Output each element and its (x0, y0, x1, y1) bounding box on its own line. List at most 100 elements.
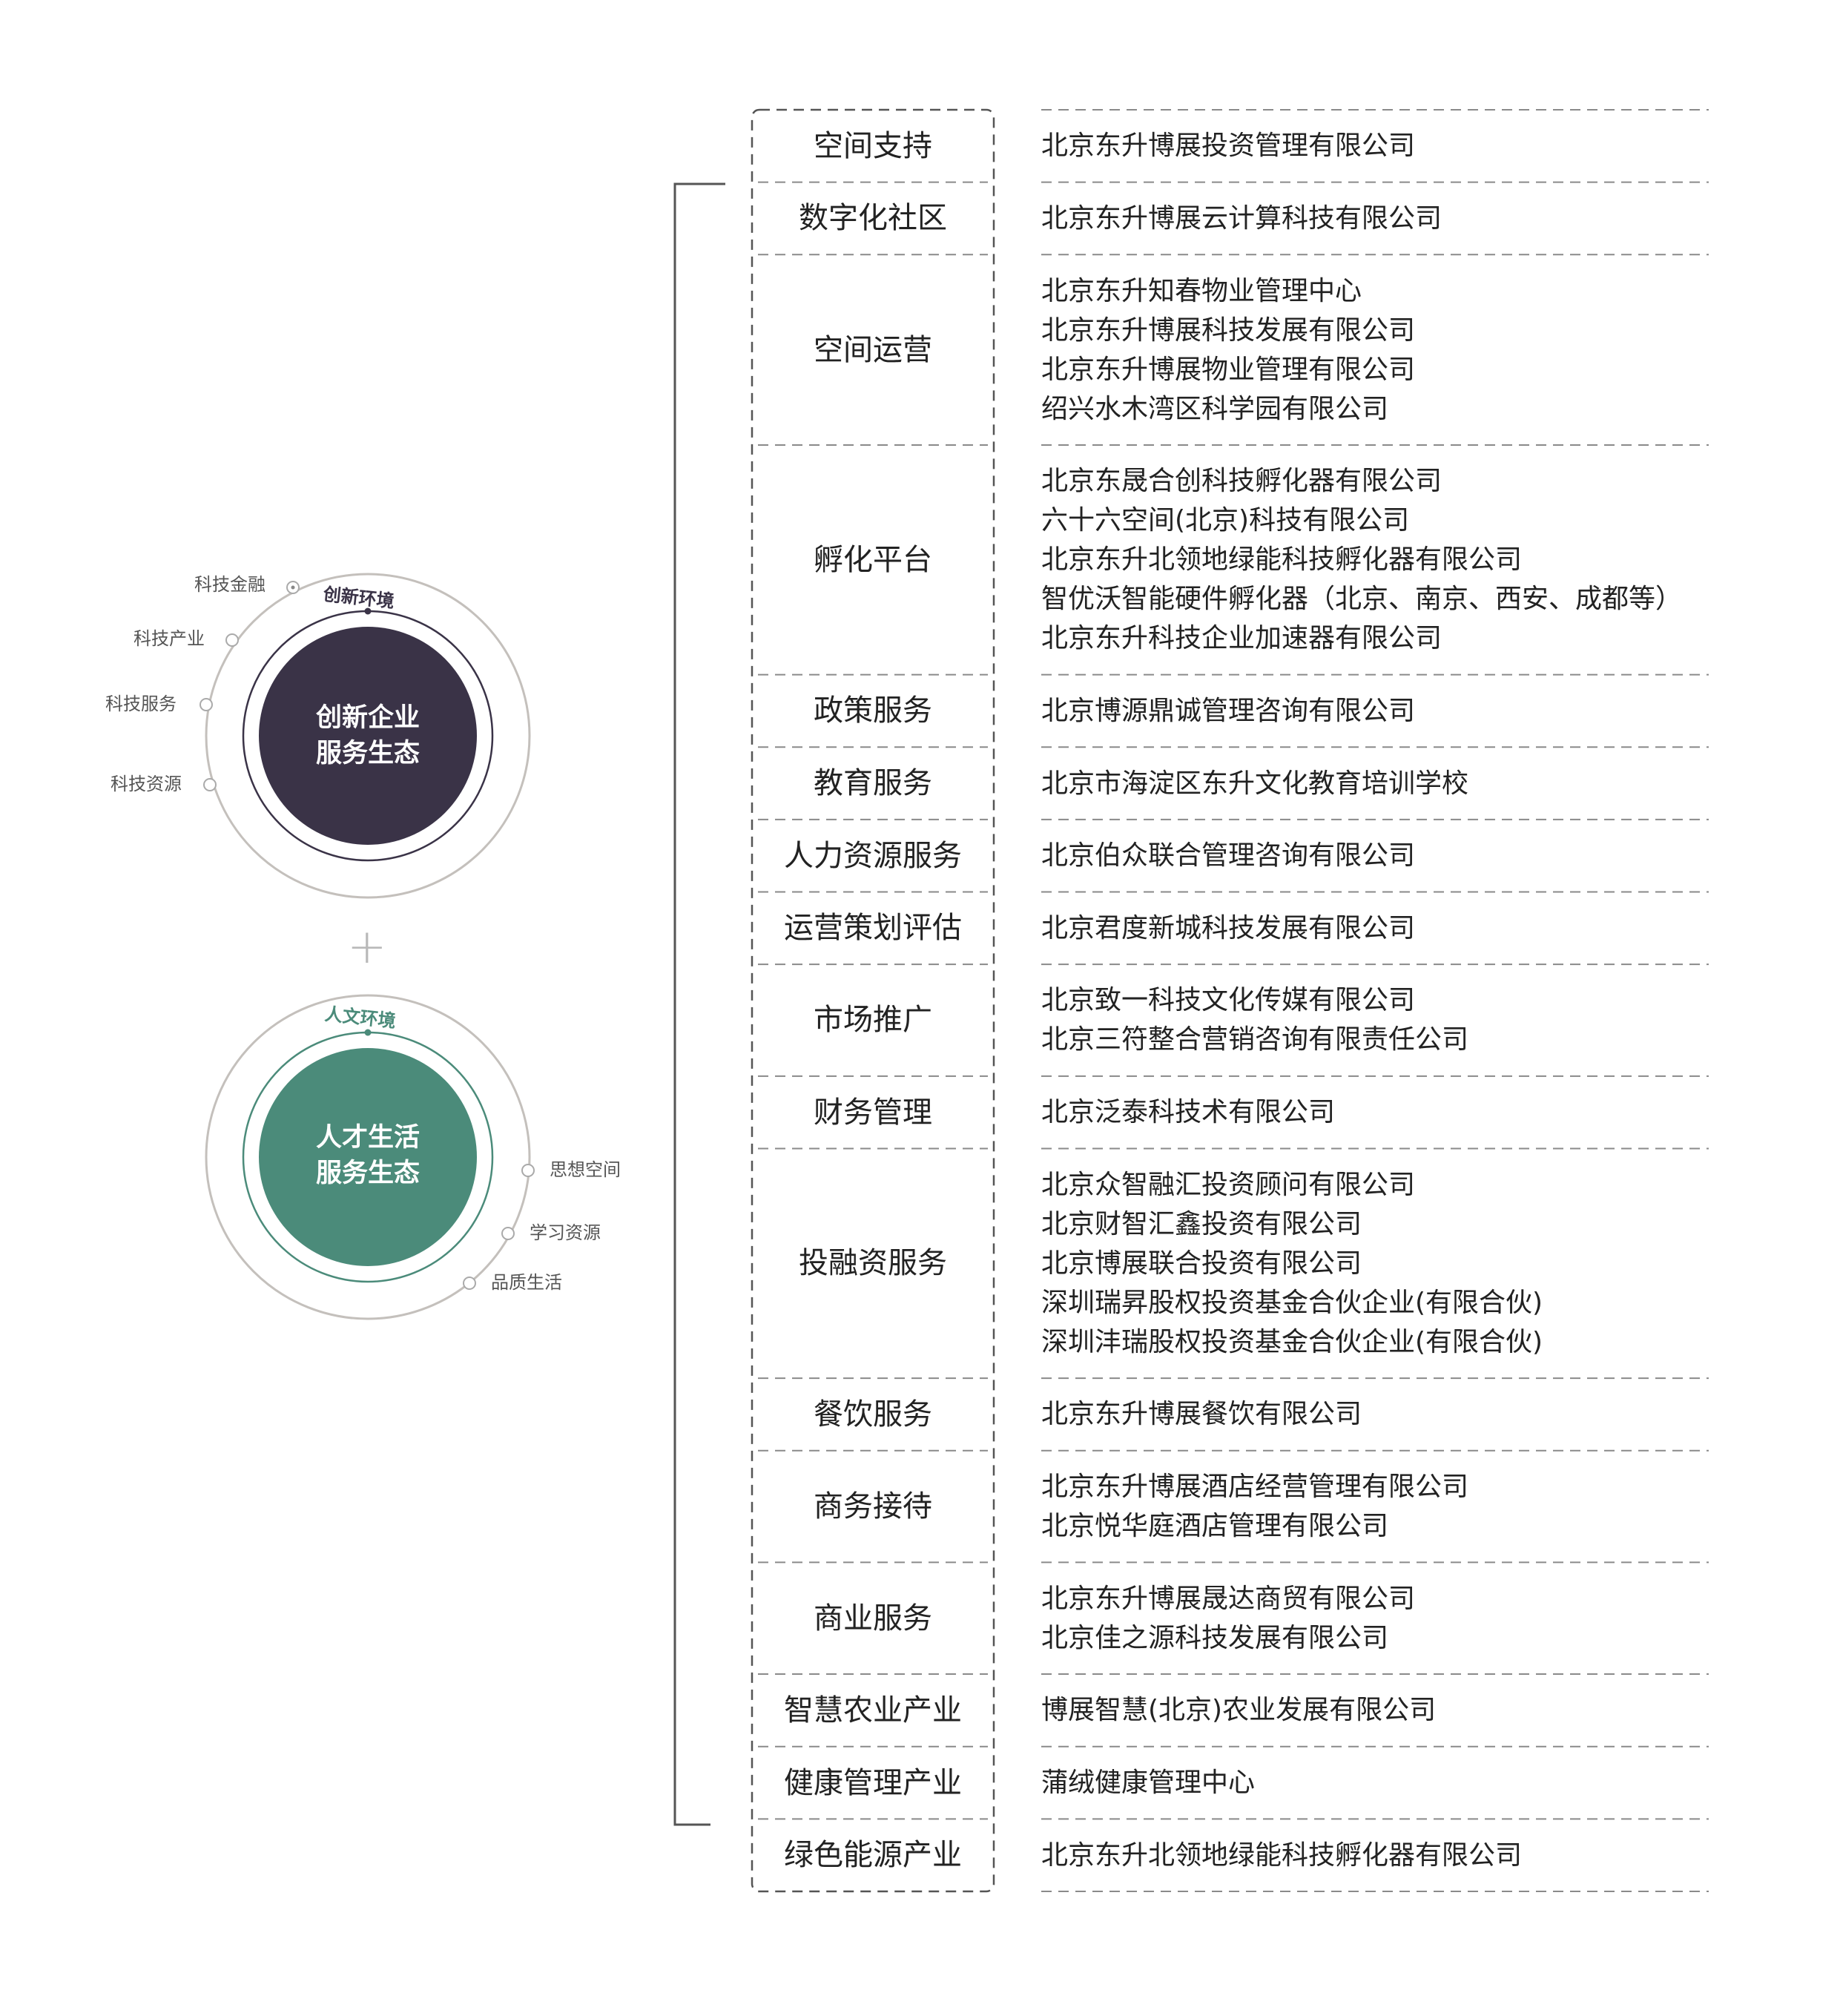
company-list: 北京东晟合创科技孵化器有限公司六十六空间(北京)科技有限公司北京东升北领地绿能科… (1041, 461, 1682, 658)
table-row: 运营策划评估 北京君度新城科技发展有限公司 (752, 892, 1709, 965)
category-label: 空间支持 (814, 128, 932, 163)
innovation-item-tech-services: 科技服务 (105, 694, 177, 714)
table-row: 空间支持 北京东升博展投资管理有限公司 (752, 110, 1709, 182)
company-name: 北京博展联合投资有限公司 (1041, 1248, 1362, 1279)
table-row: 人力资源服务 北京伯众联合管理咨询有限公司 (752, 820, 1709, 892)
table-row: 政策服务 北京博源鼎诚管理咨询有限公司 (752, 675, 1709, 748)
talent-center-text: 人才生活 服务生态 (257, 1120, 479, 1191)
company-list: 北京东升博展云计算科技有限公司 (1041, 199, 1442, 238)
talent-center-line-2: 服务生态 (315, 1159, 420, 1188)
category-label: 数字化社区 (799, 201, 947, 236)
company-list: 北京众智融汇投资顾问有限公司北京财智汇鑫投资有限公司北京博展联合投资有限公司深圳… (1041, 1165, 1543, 1362)
table-row: 投融资服务 北京众智融汇投资顾问有限公司北京财智汇鑫投资有限公司北京博展联合投资有… (752, 1148, 1709, 1378)
innovation-item-dot-centers (291, 585, 295, 590)
group-bracket (673, 182, 725, 1826)
company-name: 北京致一科技文化传媒有限公司 (1041, 985, 1416, 1016)
innovation-ring-marker (364, 607, 372, 615)
category-label: 运营策划评估 (784, 911, 962, 946)
table-row: 空间运营 北京东升知春物业管理中心北京东升博展科技发展有限公司北京东升博展物业管理… (752, 254, 1709, 445)
company-list: 北京市海淀区东升文化教育培训学校 (1041, 764, 1468, 803)
company-name: 北京东升北领地绿能科技孵化器有限公司 (1041, 1839, 1523, 1871)
category-label: 健康管理产业 (784, 1765, 962, 1800)
company-list: 北京东升知春物业管理中心北京东升博展科技发展有限公司北京东升博展物业管理有限公司… (1041, 271, 1415, 429)
talent-center-line-1: 人才生活 (315, 1123, 420, 1153)
talent-item-dots (463, 1164, 535, 1290)
table-row: 餐饮服务 北京东升博展餐饮有限公司 (752, 1378, 1709, 1451)
category-label: 财务管理 (814, 1095, 932, 1130)
category-label: 商业服务 (814, 1601, 932, 1635)
company-name: 北京东升博展科技发展有限公司 (1041, 314, 1416, 346)
category-label: 空间运营 (814, 332, 932, 367)
company-name: 蒲绒健康管理中心 (1041, 1768, 1256, 1799)
table-row: 商务接待北京东升博展酒店经营管理有限公司北京悦华庭酒店管理有限公司 (752, 1451, 1709, 1563)
table-row: 健康管理产业 蒲绒健康管理中心 (752, 1747, 1709, 1819)
category-label: 投融资服务 (799, 1246, 947, 1281)
category-label: 孵化平台 (814, 542, 932, 577)
table-row: 财务管理 北京泛泰科技术有限公司 (752, 1076, 1709, 1149)
company-name: 北京财智汇鑫投资有限公司 (1041, 1208, 1362, 1239)
company-name: 北京君度新城科技发展有限公司 (1041, 912, 1416, 943)
company-name: 北京东升博展云计算科技有限公司 (1041, 202, 1442, 234)
category-label: 市场推广 (814, 1003, 932, 1038)
talent-outer-ring (205, 994, 531, 1320)
company-list: 北京东升北领地绿能科技孵化器有限公司 (1041, 1836, 1522, 1875)
category-label: 餐饮服务 (814, 1397, 932, 1432)
item-dot-tech-industry (225, 633, 239, 647)
company-name: 北京东升知春物业管理中心 (1041, 275, 1362, 306)
plus-sign: + (347, 920, 387, 975)
innovation-item-dots (200, 581, 300, 791)
company-list: 北京东升博展投资管理有限公司 (1041, 126, 1415, 165)
item-dot-tech-services (200, 698, 213, 711)
company-name: 北京伯众联合管理咨询有限公司 (1041, 840, 1416, 872)
talent-item-learning: 学习资源 (530, 1222, 601, 1243)
company-name: 博展智慧(北京)农业发展有限公司 (1041, 1695, 1437, 1726)
company-list: 北京博源鼎诚管理咨询有限公司 (1041, 691, 1415, 731)
talent-circle-group (205, 994, 535, 1320)
table-row: 市场推广北京致一科技文化传媒有限公司北京三符整合营销咨询有限责任公司 (752, 964, 1709, 1076)
item-dot-tech-resources (203, 778, 217, 791)
innovation-center-text: 创新企业 服务生态 (257, 700, 479, 771)
company-name: 北京市海淀区东升文化教育培训学校 (1041, 768, 1469, 799)
company-name: 绍兴水木湾区科学园有限公司 (1041, 393, 1389, 424)
table-row: 智慧农业产业博展智慧(北京)农业发展有限公司 (752, 1674, 1709, 1747)
company-name: 六十六空间(北京)科技有限公司 (1041, 505, 1410, 536)
company-name: 北京东升博展餐饮有限公司 (1041, 1399, 1362, 1430)
item-dot-learning (501, 1227, 515, 1240)
table-row: 绿色能源产业 北京东升北领地绿能科技孵化器有限公司 (752, 1819, 1709, 1891)
company-list: 北京泛泰科技术有限公司 (1041, 1093, 1335, 1132)
talent-ring-marker (364, 1029, 372, 1036)
company-name: 北京东升北领地绿能科技孵化器有限公司 (1041, 544, 1523, 576)
company-name: 北京东升博展物业管理有限公司 (1041, 354, 1416, 385)
table-row: 教育服务 北京市海淀区东升文化教育培训学校 (752, 747, 1709, 820)
company-list: 北京东升博展餐饮有限公司 (1041, 1394, 1362, 1434)
innovation-item-tech-resources: 科技资源 (111, 774, 182, 794)
category-label: 商务接待 (814, 1489, 932, 1524)
company-name: 北京东升科技企业加速器有限公司 (1041, 623, 1442, 654)
category-label: 政策服务 (814, 694, 932, 728)
table-row: 孵化平台 北京东晟合创科技孵化器有限公司六十六空间(北京)科技有限公司北京东升北领… (752, 445, 1709, 675)
innovation-item-fintech: 科技金融 (194, 574, 266, 595)
company-name: 北京佳之源科技发展有限公司 (1041, 1622, 1389, 1653)
table-row: 商业服务 北京东升博展晟达商贸有限公司北京佳之源科技发展有限公司 (752, 1562, 1709, 1674)
category-label: 教育服务 (814, 766, 932, 801)
innovation-center-line-2: 服务生态 (315, 739, 420, 768)
company-list: 蒲绒健康管理中心 (1041, 1763, 1255, 1802)
company-name: 北京东晟合创科技孵化器有限公司 (1041, 466, 1442, 497)
company-name: 北京东升博展酒店经营管理有限公司 (1041, 1472, 1469, 1503)
category-label: 绿色能源产业 (784, 1838, 962, 1873)
item-dot-quality-life (463, 1277, 476, 1290)
company-name: 北京东升博展晟达商贸有限公司 (1041, 1583, 1416, 1614)
innovation-circle-group (200, 573, 531, 899)
row-dividers (758, 109, 1709, 1892)
talent-item-quality-life: 品质生活 (491, 1272, 562, 1293)
company-name: 智优沃智能硬件孵化器（北京、南京、西安、成都等） (1041, 584, 1683, 615)
innovation-core (259, 627, 477, 845)
company-list: 博展智慧(北京)农业发展有限公司 (1041, 1690, 1436, 1730)
item-dot-thought-space (521, 1164, 535, 1177)
category-label: 人力资源服务 (784, 838, 962, 873)
talent-core (259, 1048, 477, 1266)
innovation-item-tech-industry: 科技产业 (133, 628, 205, 649)
company-list: 北京伯众联合管理咨询有限公司 (1041, 836, 1415, 875)
innovation-outer-ring (205, 573, 531, 899)
